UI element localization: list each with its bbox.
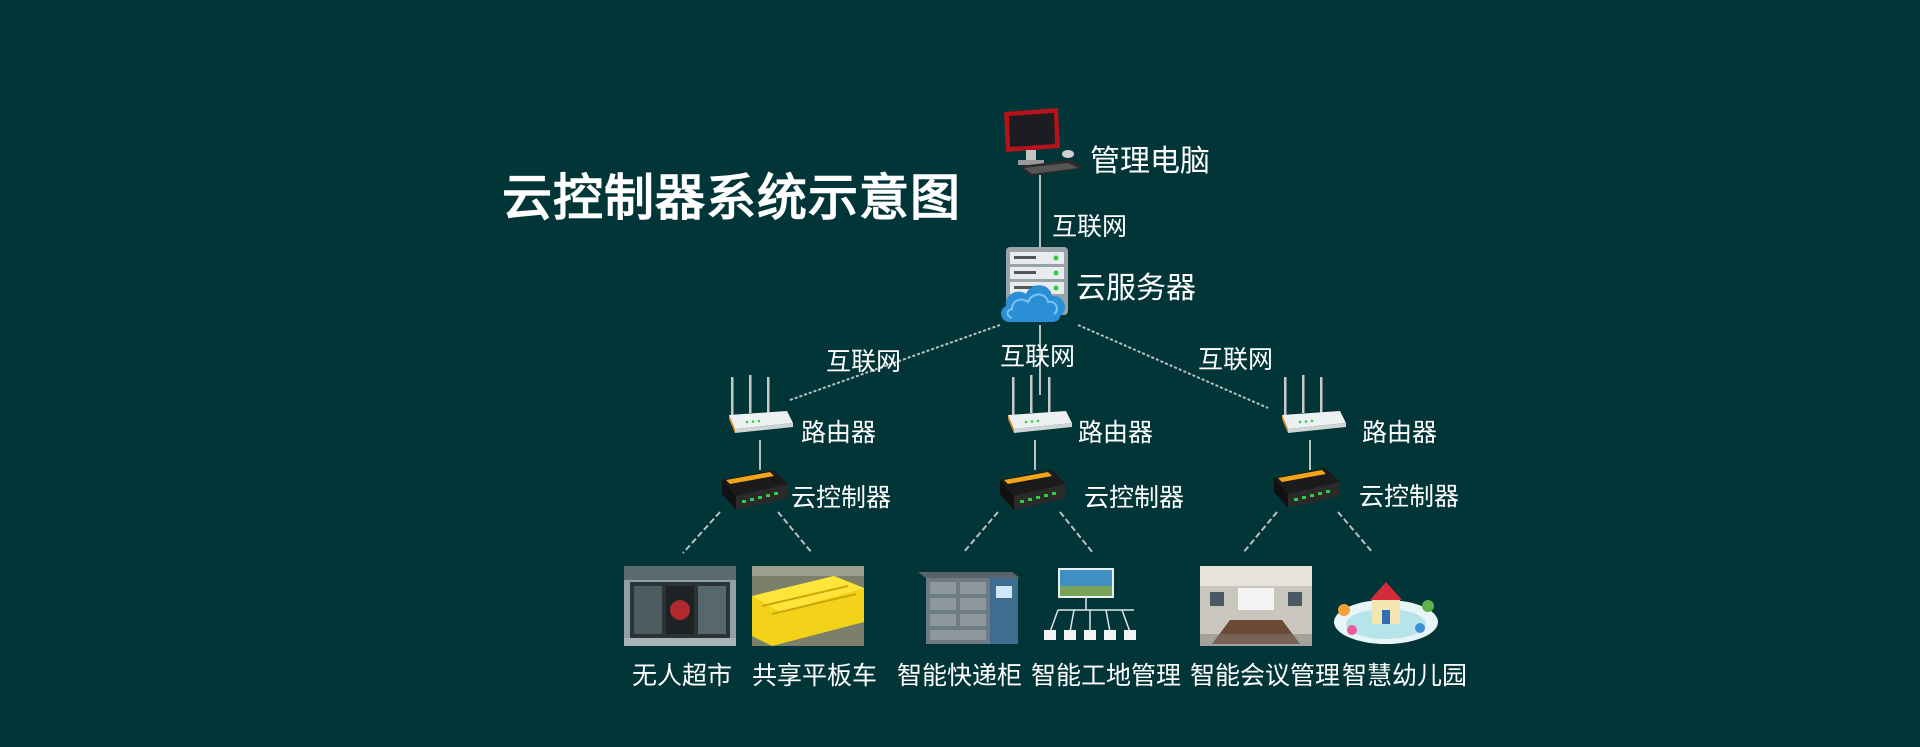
- endpoint-label-shared-flatbed-cart: 共享平板车: [752, 661, 878, 690]
- smart-construction-site-image: [1038, 566, 1150, 646]
- monitor-icon: [1004, 108, 1084, 176]
- unmanned-supermarket-image: [624, 566, 736, 646]
- endpoint-label-smart-construction-site: 智能工地管理: [1031, 661, 1182, 690]
- line-server-router-left: [789, 324, 1001, 401]
- cloud-icon: [1001, 285, 1066, 322]
- endpoint-label-unmanned-supermarket: 无人超市: [632, 661, 733, 690]
- controller-icon: [722, 470, 788, 510]
- internet-label-top: 互联网: [1052, 212, 1128, 241]
- internet-label-left: 互联网: [826, 347, 902, 376]
- router-icon: [729, 375, 793, 433]
- controller-label-mid: 云控制器: [1084, 483, 1185, 512]
- line-server-router-right: [1077, 324, 1269, 409]
- diagram-title: 云控制器系统示意图: [502, 169, 961, 227]
- smart-meeting-room-image: [1200, 566, 1312, 646]
- endpoint-label-smart-kindergarten: 智慧幼儿园: [1342, 661, 1468, 690]
- router-icon: [1282, 375, 1346, 433]
- controller-label-left: 云控制器: [791, 483, 892, 512]
- shared-flatbed-cart-image: [752, 566, 864, 646]
- line-ctrl-ep3: [962, 511, 999, 554]
- line-ctrl-ep1: [682, 511, 721, 554]
- endpoint-label-smart-parcel-locker: 智能快递柜: [897, 661, 1023, 690]
- line-ctrl-ep4: [1059, 511, 1094, 554]
- management-pc-label: 管理电脑: [1090, 144, 1210, 179]
- router-label-right: 路由器: [1362, 418, 1438, 447]
- router-label-left: 路由器: [801, 418, 877, 447]
- smart-kindergarten-image: [1330, 566, 1442, 646]
- endpoint-label-smart-meeting: 智能会议管理: [1190, 661, 1341, 690]
- line-ctrl-ep2: [777, 511, 813, 554]
- internet-label-right: 互联网: [1198, 345, 1274, 374]
- line-ctrl-ep5: [1242, 511, 1278, 554]
- router-icon: [1008, 375, 1072, 433]
- controller-icon: [1274, 468, 1340, 508]
- internet-label-mid: 互联网: [1000, 342, 1076, 371]
- controller-label-right: 云控制器: [1359, 482, 1460, 511]
- smart-parcel-locker-image: [912, 566, 1024, 646]
- router-label-mid: 路由器: [1078, 418, 1154, 447]
- cloud-server-label: 云服务器: [1076, 271, 1196, 306]
- line-ctrl-ep6: [1337, 511, 1374, 554]
- controller-icon: [1000, 470, 1066, 510]
